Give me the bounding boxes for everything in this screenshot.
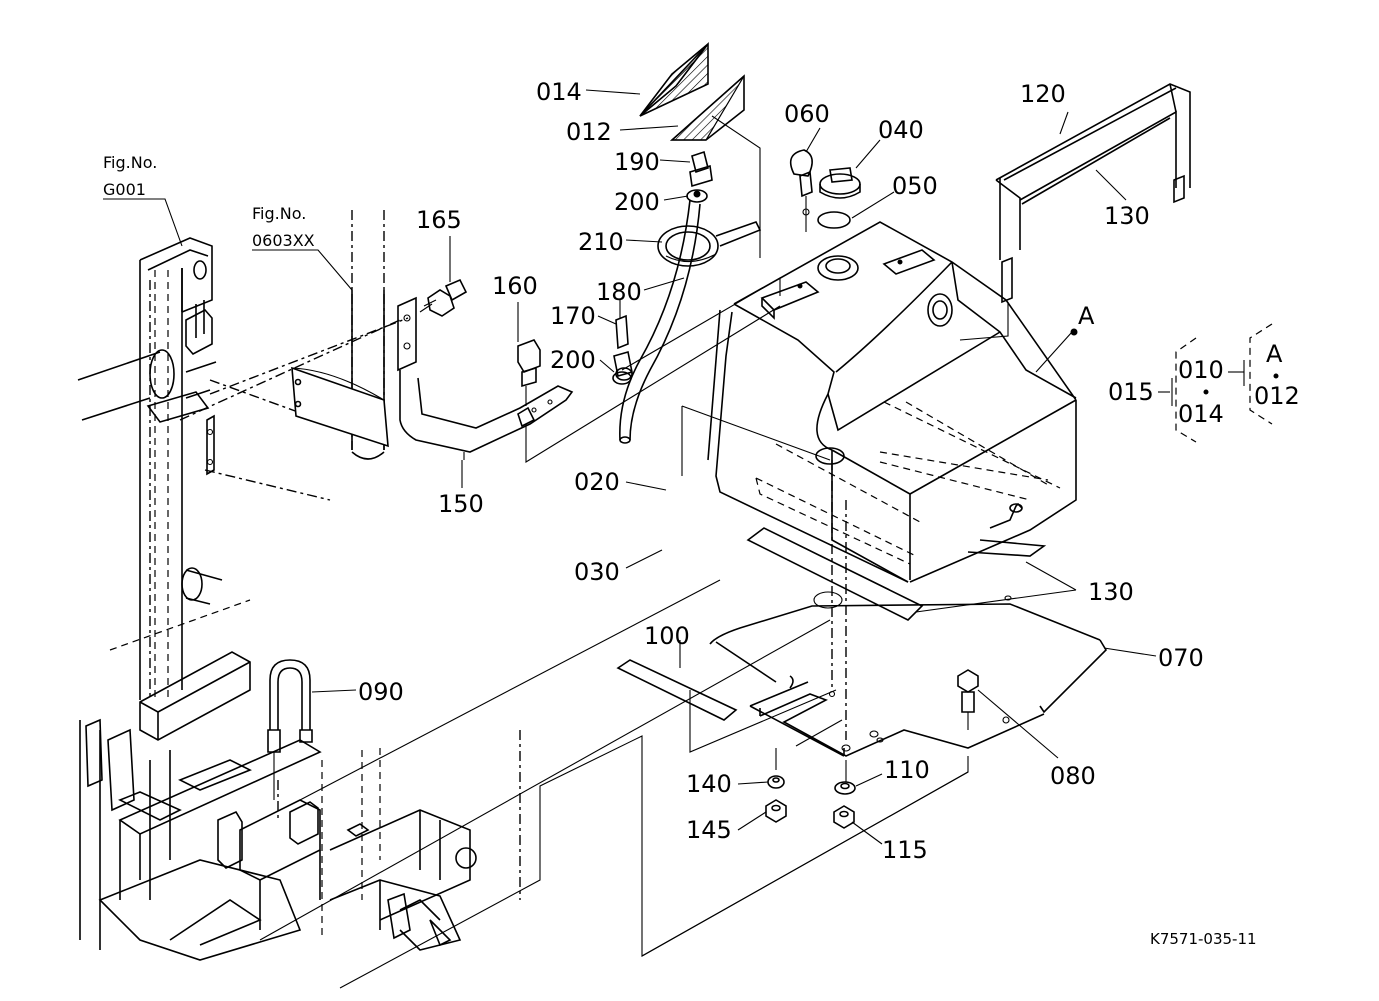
part-060-dipstick: [789, 149, 813, 232]
label-190: 190: [614, 148, 660, 176]
tractor-frame: [77, 237, 477, 961]
hidden-reference-lines: [149, 280, 409, 820]
label-170: 170: [550, 302, 596, 330]
callout-set-bottom: 014: [1178, 400, 1224, 428]
callout-sub-value: 012: [1254, 382, 1300, 410]
part-120-strap: [959, 83, 1191, 341]
part-200-clamp-mid: [612, 371, 632, 385]
part-160-fitting: [517, 339, 541, 406]
label-012: 012: [566, 118, 612, 146]
callout-set-label: 015: [1108, 378, 1154, 406]
part-140-washer: [767, 775, 785, 789]
part-100-strip: [616, 659, 738, 721]
label-180: 180: [596, 278, 642, 306]
part-200-clamp-top: [686, 189, 708, 203]
rops-post: [291, 210, 389, 460]
leader-lines: [311, 89, 1157, 845]
callout-a: A 015 010 014 A 012: [1078, 302, 1300, 443]
label-090: 090: [358, 678, 404, 706]
assembly-lines: [259, 405, 969, 989]
part-210-band: [657, 221, 762, 267]
part-number-labels: 014 012 190 200 210 180 060 040 050 120 …: [358, 78, 1204, 864]
part-080-bolt: [957, 669, 979, 730]
part-050-gasket: [817, 211, 851, 229]
label-050: 050: [892, 172, 938, 200]
label-150: 150: [438, 490, 484, 518]
label-070: 070: [1158, 644, 1204, 672]
fuel-tank: [707, 221, 1077, 583]
label-040: 040: [878, 116, 924, 144]
label-080: 080: [1050, 762, 1096, 790]
figure-ref-g001-line2: G001: [103, 180, 146, 199]
part-110-washer: [834, 781, 856, 795]
part-190-fitting: [689, 150, 713, 188]
callout-sub-marker: A: [1266, 340, 1283, 368]
figure-ref-0603xx-line1: Fig.No.: [252, 204, 306, 223]
label-120: 120: [1020, 80, 1066, 108]
label-130-bottom: 130: [1088, 578, 1134, 606]
label-210: 210: [578, 228, 624, 256]
part-165-fitting: [419, 278, 468, 317]
label-060: 060: [784, 100, 830, 128]
part-115-nut: [833, 805, 855, 829]
label-115: 115: [882, 836, 928, 864]
label-020: 020: [574, 468, 620, 496]
callout-marker-a: A: [1078, 302, 1095, 330]
part-145-nut: [765, 799, 787, 823]
part-040-cap: [819, 167, 861, 199]
label-160: 160: [492, 272, 538, 300]
label-130-top: 130: [1104, 202, 1150, 230]
figure-ref-g001: Fig.No. G001: [103, 153, 183, 247]
callout-set-top: 010: [1178, 356, 1224, 384]
figure-ref-0603xx-line2: 0603XX: [252, 231, 315, 250]
part-070-plate: [709, 591, 1108, 757]
figure-ref-0603xx: Fig.No. 0603XX: [252, 204, 353, 291]
part-130-pads: [746, 527, 1047, 621]
label-100: 100: [644, 622, 690, 650]
decal-hatching: [639, 43, 745, 141]
part-170-fitting: [613, 300, 633, 381]
part-180-hose: [619, 199, 701, 444]
part-150-bracket: [397, 296, 574, 460]
label-145: 145: [686, 816, 732, 844]
label-014: 014: [536, 78, 582, 106]
label-165: 165: [416, 206, 462, 234]
figure-ref-g001-line1: Fig.No.: [103, 153, 157, 172]
label-200-mid: 200: [550, 346, 596, 374]
label-030: 030: [574, 558, 620, 586]
part-090-ubolt: [267, 659, 313, 800]
label-140: 140: [686, 770, 732, 798]
drawing-code: K7571-035-11: [1150, 930, 1257, 948]
label-200-top: 200: [614, 188, 660, 216]
label-110: 110: [884, 756, 930, 784]
